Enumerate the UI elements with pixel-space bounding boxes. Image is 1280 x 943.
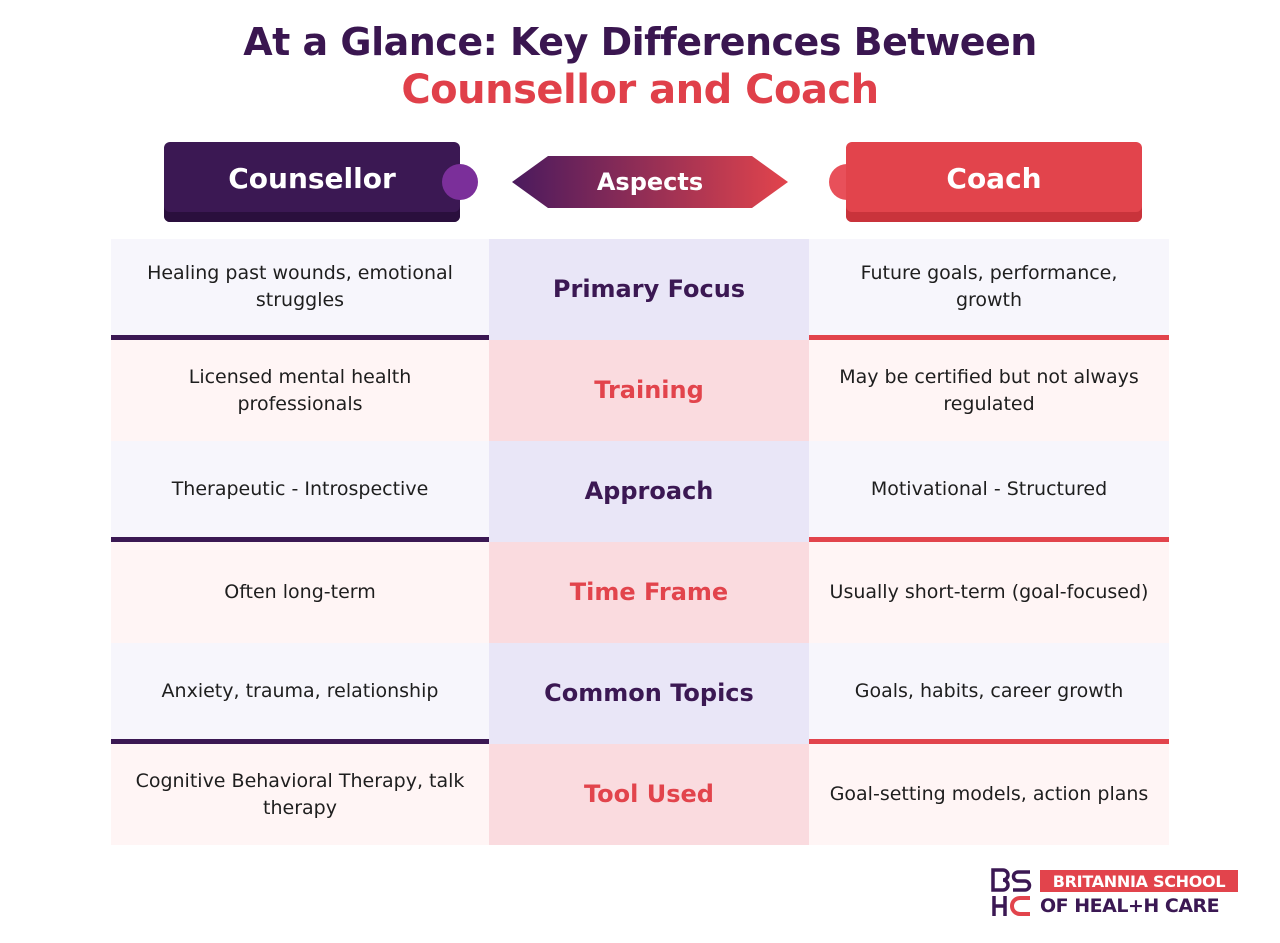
title-line-2: Counsellor and Coach (401, 67, 879, 113)
counsellor-cell: Licensed mental health professionals (111, 340, 489, 441)
aspect-cell: Primary Focus (489, 239, 809, 340)
table-row: Cognitive Behavioral Therapy, talk thera… (111, 744, 1169, 845)
table-row: Therapeutic - Introspective Approach Mot… (111, 441, 1169, 542)
britannia-logo: BRITANNIA SCHOOL OF HEAL+H CARE (990, 866, 1248, 920)
aspect-cell: Approach (489, 441, 809, 542)
coach-cell: May be certified but not always regulate… (809, 340, 1169, 441)
counsellor-cell: Anxiety, trauma, relationship (111, 643, 489, 744)
aspects-label: Aspects (596, 168, 704, 196)
aspects-arrow-shape (512, 156, 788, 208)
aspect-cell: Tool Used (489, 744, 809, 845)
counsellor-cell: Often long-term (111, 542, 489, 643)
coach-cell: Motivational - Structured (809, 441, 1169, 542)
logo-school-name: BRITANNIA SCHOOL (1040, 870, 1238, 892)
counsellor-cell: Cognitive Behavioral Therapy, talk thera… (111, 744, 489, 845)
bshc-monogram-icon (991, 868, 1032, 916)
page-title: At a Glance: Key Differences Between Cou… (0, 18, 1280, 114)
aspect-cell: Common Topics (489, 643, 809, 744)
coach-cell: Goals, habits, career growth (809, 643, 1169, 744)
aspects-header: Aspects (512, 156, 788, 208)
comparison-table: Healing past wounds, emotional struggles… (111, 239, 1169, 845)
table-row: Anxiety, trauma, relationship Common Top… (111, 643, 1169, 744)
table-row: Often long-term Time Frame Usually short… (111, 542, 1169, 643)
coach-cell: Usually short-term (goal-focused) (809, 542, 1169, 643)
table-row: Healing past wounds, emotional struggles… (111, 239, 1169, 340)
coach-cell: Future goals, performance, growth (809, 239, 1169, 340)
counsellor-cell: Therapeutic - Introspective (111, 441, 489, 542)
counsellor-connector-dot (442, 164, 478, 200)
coach-cell: Goal-setting models, action plans (809, 744, 1169, 845)
aspect-cell: Time Frame (489, 542, 809, 643)
aspect-cell: Training (489, 340, 809, 441)
title-line-1: At a Glance: Key Differences Between (243, 20, 1037, 64)
counsellor-cell: Healing past wounds, emotional struggles (111, 239, 489, 340)
table-row: Licensed mental health professionals Tra… (111, 340, 1169, 441)
logo-school-subtitle: OF HEAL+H CARE (1040, 895, 1220, 917)
counsellor-header: Counsellor (164, 142, 460, 222)
coach-header: Coach (846, 142, 1142, 222)
